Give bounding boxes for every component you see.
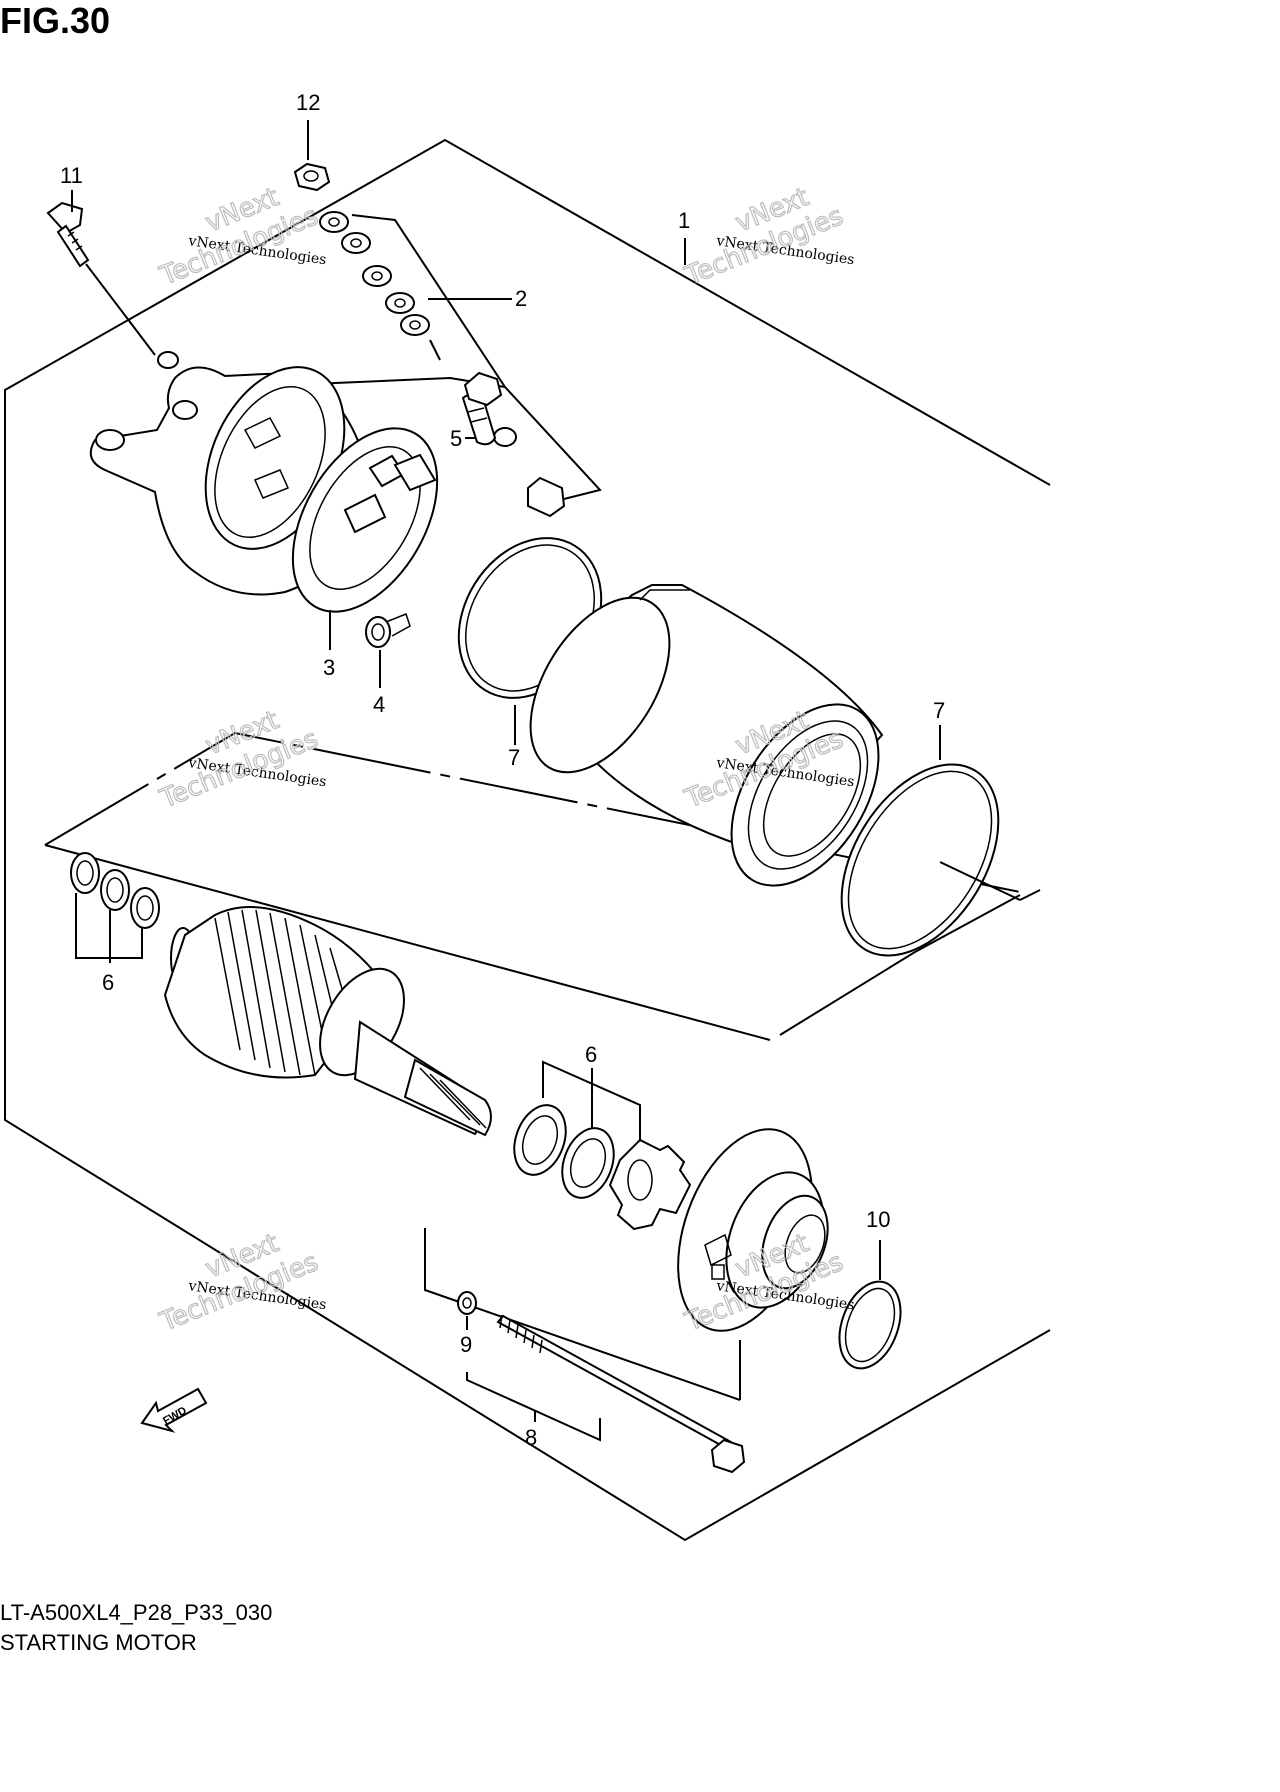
diagram-name: STARTING MOTOR — [0, 1630, 197, 1655]
brush-holder-part — [291, 427, 439, 650]
bolt-part — [46, 201, 156, 356]
forward-direction-indicator: FWD — [140, 1387, 208, 1433]
washer-set-right — [513, 1060, 692, 1231]
o-ring-lower — [840, 725, 1021, 957]
callout-4: 4 — [373, 692, 385, 717]
through-bolt-set — [424, 1228, 746, 1474]
upper-assembly-frame — [4, 138, 1051, 1036]
callout-7b: 7 — [933, 698, 945, 723]
bearing-part — [365, 613, 411, 688]
callout-1: 1 — [678, 208, 690, 233]
callout-9: 9 — [460, 1332, 472, 1357]
diagram-code: LT-A500XL4_P28_P33_030 — [0, 1600, 273, 1625]
o-ring-drive — [838, 1240, 902, 1370]
callout-10: 10 — [866, 1207, 890, 1232]
nut-part — [293, 120, 331, 192]
callout-5: 5 — [450, 426, 462, 451]
callout-12: 12 — [296, 90, 320, 115]
callout-6: 6 — [102, 970, 114, 995]
callout-2: 2 — [515, 286, 527, 311]
callout-11: 11 — [60, 163, 83, 188]
drive-housing — [677, 1128, 829, 1400]
callout-6b: 6 — [585, 1042, 597, 1067]
terminal-bolt — [461, 371, 566, 518]
yoke-housing — [529, 584, 884, 887]
callout-3: 3 — [323, 655, 335, 680]
figure-title: FIG.30 — [0, 0, 111, 41]
callout-8: 8 — [525, 1425, 537, 1450]
washer-set-left — [70, 852, 160, 963]
callout-7: 7 — [508, 745, 520, 770]
callout-labels: 1 2 3 4 5 6 7 7 6 8 9 10 11 12 — [60, 90, 945, 1450]
armature-part — [163, 906, 492, 1137]
